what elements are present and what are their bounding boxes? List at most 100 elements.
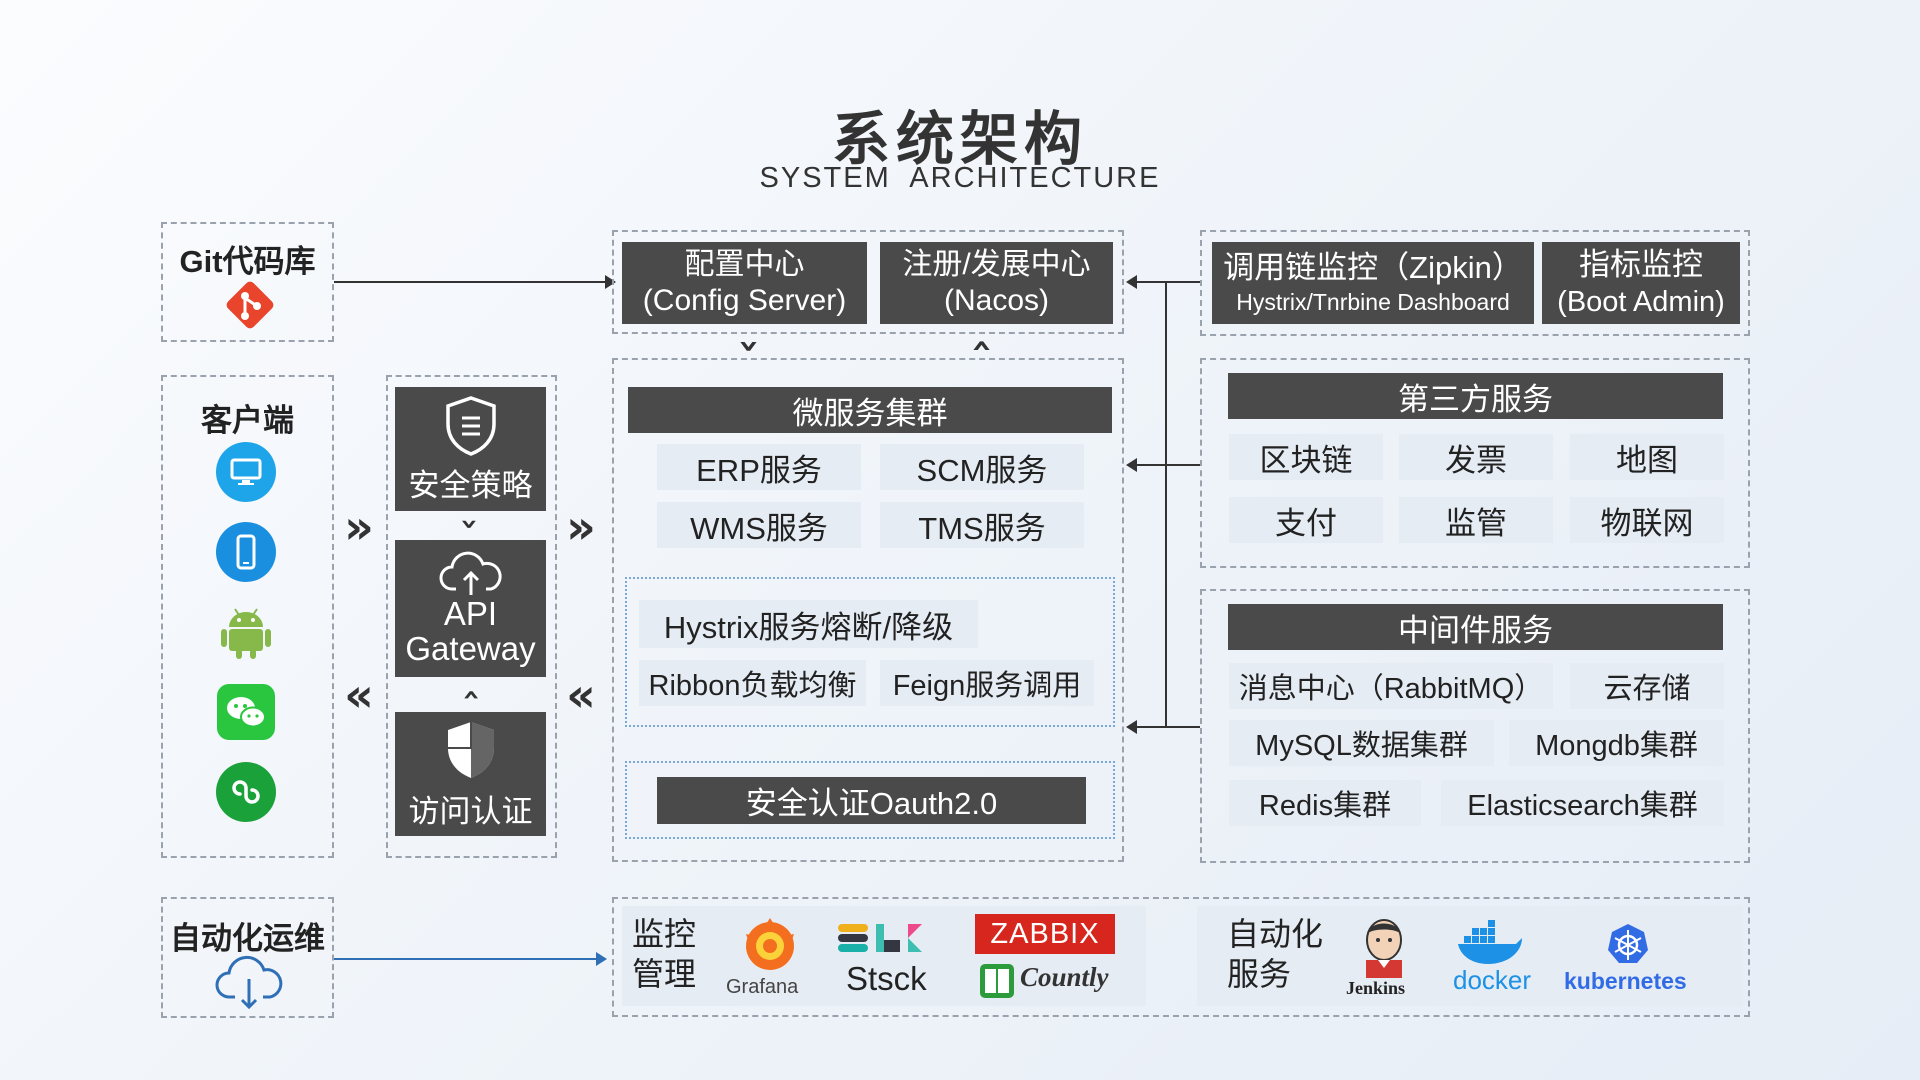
git-icon <box>226 281 274 329</box>
git-arrow-head <box>605 275 616 289</box>
page-title: 系统架构 <box>831 107 1088 172</box>
client-label: 客户端 <box>201 403 294 438</box>
grafana-logo-icon <box>746 918 794 970</box>
micro-service-cluster-box <box>612 358 1124 862</box>
registry-center-line1: 注册/发展中心 <box>902 248 1091 281</box>
page-subtitle: SYSTEM ARCHITECTURE <box>759 162 1161 194</box>
trace-monitor-box: 调用链监控（Zipkin） Hystrix/Tnrbine Dashboard <box>1212 242 1534 324</box>
right-bus-line <box>1165 281 1167 727</box>
double-chevron-right-icon: » <box>566 500 596 554</box>
shield-icon <box>445 395 496 456</box>
third-party-box <box>1200 358 1750 568</box>
resilience-group <box>625 577 1115 727</box>
zabbix-logo: ZABBIX <box>975 914 1115 954</box>
automation-service-label: 自动化 服务 <box>1227 914 1323 994</box>
gateway-column-box <box>386 375 557 858</box>
shield-check-icon <box>447 721 494 778</box>
ribbon-load-balancer: Ribbon负载均衡 <box>639 660 866 706</box>
monitor-line2: 管理 <box>632 956 697 992</box>
metrics-monitor-box: 指标监控 (Boot Admin) <box>1542 242 1740 324</box>
config-center-box: 配置中心 (Config Server) <box>622 242 867 324</box>
bus-to-middleware-line <box>1135 726 1200 728</box>
access-auth-label: 访问认证 <box>408 793 533 829</box>
api-gateway-box: API Gateway <box>395 540 546 677</box>
monitor-management-label: 监控 管理 <box>632 914 696 994</box>
wechat-icon <box>217 684 275 740</box>
tms-service: TMS服务 <box>880 502 1084 548</box>
micro-service-title: 微服务集群 <box>628 387 1112 433</box>
mongodb-cluster-item: Mongdb集群 <box>1509 720 1724 766</box>
api-gateway-line2: Gateway <box>405 629 536 667</box>
hystrix-circuit-breaker: Hystrix服务熔断/降级 <box>639 600 978 648</box>
countly-label: Countly <box>1020 962 1109 992</box>
trace-monitor-line2: Hystrix/Tnrbine Dashboard <box>1236 289 1510 315</box>
kubernetes-label: kubernetes <box>1564 968 1687 994</box>
bus-to-config-line <box>1135 281 1200 283</box>
arrow-left-head <box>1126 275 1137 289</box>
arrow-left-head <box>1126 720 1137 734</box>
payment-item: 支付 <box>1229 497 1383 543</box>
kubernetes-logo-icon <box>1608 924 1648 963</box>
mini-program-icon <box>216 762 276 822</box>
metrics-monitor-line2: (Boot Admin) <box>1557 286 1725 318</box>
api-gateway-line1: API <box>443 594 498 632</box>
iot-item: 物联网 <box>1570 497 1724 543</box>
mysql-cluster-item: MySQL数据集群 <box>1229 720 1494 766</box>
registry-center-box: 注册/发展中心 (Nacos) <box>880 242 1113 324</box>
monitor-line1: 监控 <box>632 916 697 952</box>
registry-center-line2: (Nacos) <box>943 284 1049 317</box>
stsck-label: Stsck <box>846 960 927 997</box>
cloud-storage-item: 云存储 <box>1570 663 1724 709</box>
blockchain-item: 区块链 <box>1229 434 1383 480</box>
ops-arrow-line <box>334 958 600 960</box>
grafana-label: Grafana <box>726 976 799 998</box>
double-chevron-left-icon: « <box>344 668 374 722</box>
auto-line2: 服务 <box>1227 956 1292 992</box>
cloud-download-icon <box>215 955 283 1010</box>
countly-logo-icon <box>980 964 1014 998</box>
erp-service: ERP服务 <box>657 444 861 490</box>
security-policy-label: 安全策略 <box>408 467 533 503</box>
regulation-item: 监管 <box>1399 497 1553 543</box>
auto-line1: 自动化 <box>1227 916 1324 952</box>
trace-monitor-line1: 调用链监控（Zipkin） <box>1223 250 1523 285</box>
jenkins-label: Jenkins <box>1346 978 1406 998</box>
ops-tools-box <box>612 897 1750 1017</box>
arrow-left-head <box>1126 458 1137 472</box>
feign-service-call: Feign服务调用 <box>880 660 1094 706</box>
bus-to-micro-line <box>1135 464 1200 466</box>
automated-ops-label: 自动化运维 <box>170 921 325 956</box>
automated-ops-box: 自动化运维 <box>161 897 334 1018</box>
message-center-item: 消息中心（RabbitMQ） <box>1229 663 1553 709</box>
middleware-box <box>1200 589 1750 863</box>
oauth-group <box>625 761 1115 839</box>
jenkins-logo-icon <box>1366 919 1402 978</box>
monitoring-box <box>1200 230 1750 336</box>
config-center-line2: (Config Server) <box>642 284 847 317</box>
map-item: 地图 <box>1570 434 1724 480</box>
double-chevron-left-icon: « <box>566 668 596 722</box>
ops-arrow-head <box>596 952 607 966</box>
desktop-icon <box>216 442 276 502</box>
elastic-stack-logo-icon <box>838 924 922 952</box>
third-party-title: 第三方服务 <box>1228 373 1723 419</box>
git-to-config-line <box>334 281 608 283</box>
scm-service: SCM服务 <box>880 444 1084 490</box>
access-auth-box: 访问认证 <box>395 712 546 836</box>
android-icon <box>221 608 271 659</box>
middleware-title: 中间件服务 <box>1228 604 1723 650</box>
elasticsearch-cluster-item: Elasticsearch集群 <box>1441 780 1724 826</box>
cloud-upload-icon <box>439 551 502 595</box>
oauth-security-box: 安全认证Oauth2.0 <box>657 777 1086 824</box>
invoice-item: 发票 <box>1399 434 1553 480</box>
docker-label: docker <box>1453 965 1532 995</box>
docker-logo-icon <box>1458 920 1522 964</box>
git-repo-box: Git代码库 <box>161 222 334 342</box>
git-label: Git代码库 <box>179 244 316 279</box>
wms-service: WMS服务 <box>657 502 861 548</box>
double-chevron-right-icon: » <box>344 500 374 554</box>
config-center-line1: 配置中心 <box>684 248 805 281</box>
security-policy-box: 安全策略 <box>395 387 546 511</box>
redis-cluster-item: Redis集群 <box>1229 780 1421 826</box>
config-registry-box <box>612 230 1124 334</box>
